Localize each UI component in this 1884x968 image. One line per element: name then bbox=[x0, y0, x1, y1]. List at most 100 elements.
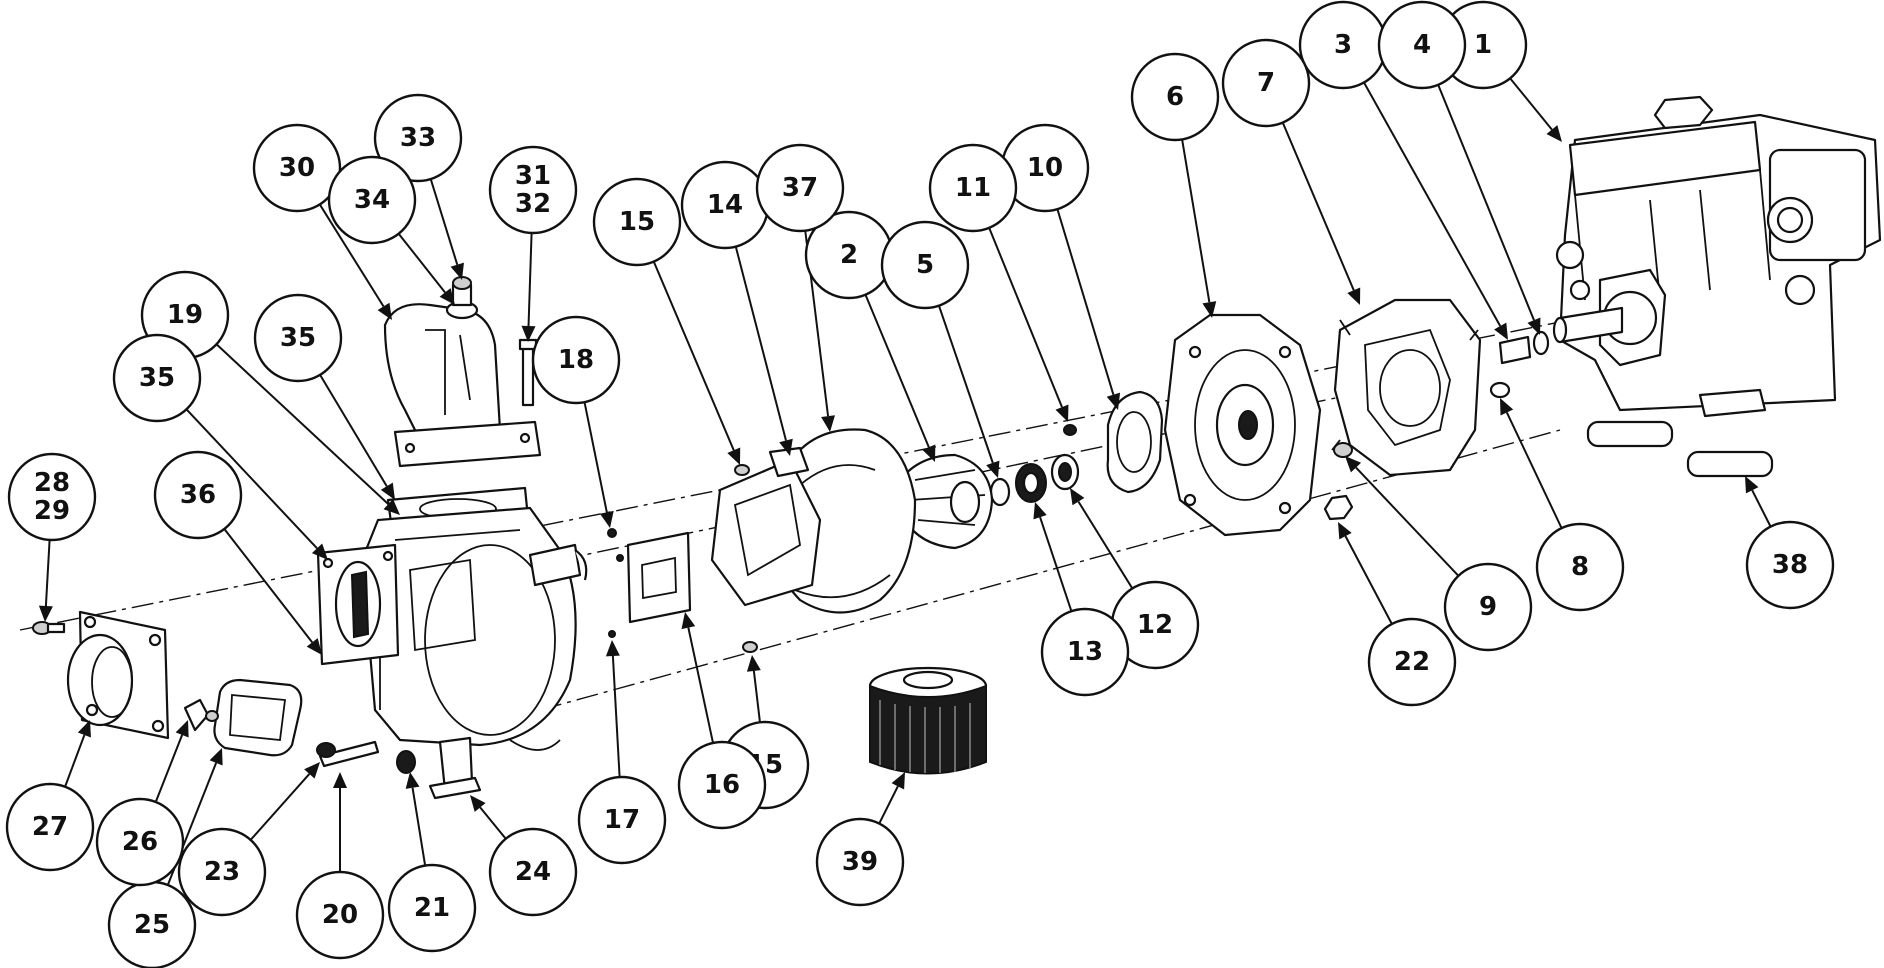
leader-arrowhead-27 bbox=[77, 720, 91, 738]
callout-35b: 35 bbox=[253, 293, 343, 383]
callout-balloon-33 bbox=[373, 93, 463, 183]
callout-balloon-13 bbox=[1040, 607, 1130, 697]
leader-arrowhead-18 bbox=[599, 510, 614, 528]
callout-balloon-4 bbox=[1377, 0, 1467, 90]
callout-number-37: 37 bbox=[782, 173, 818, 203]
callout-16: 16 bbox=[677, 740, 767, 830]
callout-37: 37 bbox=[755, 143, 845, 233]
shaft-sleeve-and-rings bbox=[1489, 330, 1550, 399]
callout-number-25: 25 bbox=[134, 910, 170, 940]
callout-23: 23 bbox=[177, 827, 267, 917]
leader-line-7 bbox=[1281, 122, 1355, 291]
callout-balloon-37 bbox=[755, 143, 845, 233]
leader-line-8 bbox=[1505, 412, 1563, 529]
callout-38: 38 bbox=[1745, 520, 1835, 610]
leader-line-17 bbox=[611, 655, 621, 778]
flange-bolt bbox=[32, 621, 66, 635]
clamp-ring bbox=[1063, 390, 1164, 494]
leader-arrowhead-22 bbox=[1338, 522, 1352, 540]
leader-arrowhead-9 bbox=[1345, 456, 1362, 473]
fill-plug bbox=[445, 276, 479, 320]
leader-line-22 bbox=[1344, 535, 1393, 625]
callout-7: 7 bbox=[1221, 38, 1311, 128]
callout-number-17: 17 bbox=[604, 805, 640, 835]
leader-arrowhead-24 bbox=[470, 795, 486, 812]
callout-30: 30 bbox=[252, 123, 342, 213]
cover-plate bbox=[626, 531, 692, 624]
callout-balloon-5 bbox=[880, 220, 970, 310]
callout-26: 26 bbox=[95, 797, 185, 887]
pump-casing bbox=[360, 506, 588, 751]
leader-arrowhead-20 bbox=[333, 772, 347, 788]
impeller bbox=[898, 453, 994, 550]
callout-25: 25 bbox=[107, 880, 197, 968]
leader-arrowhead-39 bbox=[891, 772, 905, 790]
leader-line-19 bbox=[215, 343, 389, 505]
leader-arrowhead-35a bbox=[311, 543, 328, 560]
callout-number-19: 19 bbox=[167, 300, 203, 330]
leader-line-39 bbox=[878, 785, 899, 824]
callout-number-24: 24 bbox=[515, 857, 551, 887]
callout-balloon-22 bbox=[1367, 617, 1457, 707]
callout-number-39: 39 bbox=[842, 847, 878, 877]
leader-arrowhead-10 bbox=[1106, 392, 1121, 410]
callout-balloon-20 bbox=[295, 870, 385, 960]
callout-number-7: 7 bbox=[1257, 68, 1275, 98]
callout-number-34: 34 bbox=[354, 185, 390, 215]
leader-arrowhead-7 bbox=[1347, 287, 1361, 305]
callout-9: 9 bbox=[1443, 562, 1533, 652]
callout-5: 5 bbox=[880, 220, 970, 310]
callout-balloon-39 bbox=[815, 817, 905, 907]
callout-number-16: 16 bbox=[704, 770, 740, 800]
callout-number-10: 10 bbox=[1027, 153, 1063, 183]
leader-arrowhead-15b bbox=[746, 655, 761, 672]
leader-line-15b bbox=[752, 670, 761, 723]
callout-balloon-24 bbox=[488, 827, 578, 917]
volute bbox=[710, 428, 917, 614]
mounting-feet bbox=[1586, 420, 1774, 478]
leader-arrowhead-12 bbox=[1070, 488, 1085, 506]
leader-arrowhead-11 bbox=[1055, 404, 1069, 422]
callout-6: 6 bbox=[1130, 52, 1220, 142]
leader-lines bbox=[38, 77, 1772, 886]
leader-arrowhead-26 bbox=[175, 720, 189, 738]
leader-arrowhead-2 bbox=[922, 444, 936, 462]
callout-15a: 15 bbox=[592, 177, 682, 267]
callout-number-5: 5 bbox=[916, 250, 934, 280]
drain-plug bbox=[183, 698, 219, 732]
callout-number-35a: 35 bbox=[139, 363, 175, 393]
leader-line-11 bbox=[988, 227, 1063, 408]
callout-balloon-30 bbox=[252, 123, 342, 213]
engine-adapter bbox=[1331, 298, 1482, 477]
callout-balloon-27 bbox=[5, 782, 95, 872]
callout-39: 39 bbox=[815, 817, 905, 907]
leader-line-31-32 bbox=[527, 232, 533, 327]
callout-number-38: 38 bbox=[1772, 550, 1808, 580]
callout-33: 33 bbox=[373, 93, 463, 183]
callout-34: 34 bbox=[327, 155, 417, 245]
callout-balloon-9 bbox=[1443, 562, 1533, 652]
leader-arrowhead-5 bbox=[986, 460, 1000, 478]
leader-arrowhead-34 bbox=[439, 288, 455, 305]
callout-number-9: 9 bbox=[1479, 592, 1497, 622]
foot-bracket bbox=[428, 736, 482, 800]
callout-number-30: 30 bbox=[279, 153, 315, 183]
callout-2: 2 bbox=[804, 210, 894, 300]
leader-line-30 bbox=[318, 203, 385, 307]
callout-balloon-31-32 bbox=[488, 145, 578, 235]
callout-balloon-8 bbox=[1535, 522, 1625, 612]
callout-balloon-18 bbox=[531, 315, 621, 405]
leader-arrowhead-15a bbox=[727, 447, 741, 465]
callout-14: 14 bbox=[680, 160, 770, 250]
callout-balloon-11 bbox=[928, 143, 1018, 233]
axle-parts bbox=[316, 740, 416, 774]
callout-number-14: 14 bbox=[707, 190, 743, 220]
leader-line-16 bbox=[687, 627, 714, 744]
callout-13: 13 bbox=[1040, 607, 1130, 697]
callout-number-23: 23 bbox=[204, 857, 240, 887]
leader-line-2 bbox=[864, 294, 930, 448]
